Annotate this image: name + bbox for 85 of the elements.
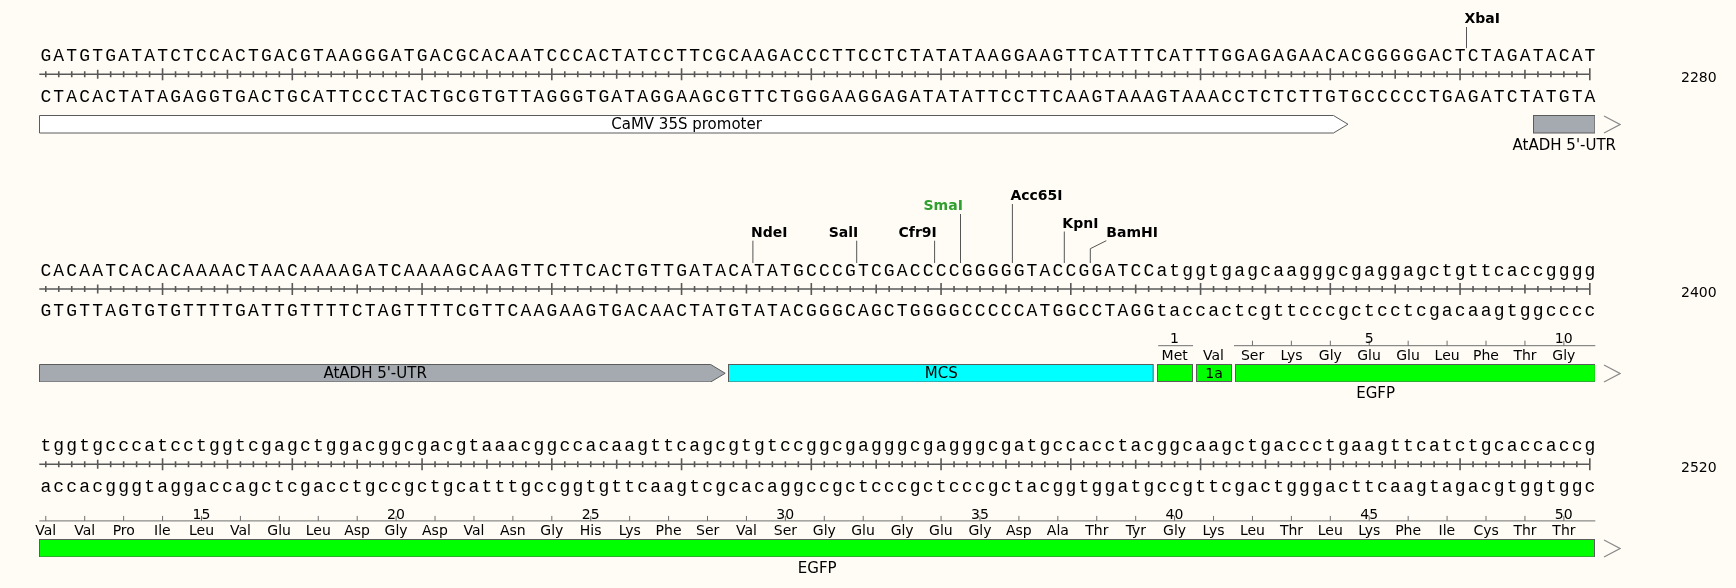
dna-sequence: CACAATCACACAAAACTAACAAAAGATCAAAAGCAAGTTCTTCACTGTTGATACATATGCCCGTCGACCCCGGGGGTACCGGATCCatggtgagcaagggcgaggagctgttcaccgggg [40, 263, 1598, 279]
amino-acid-name: Ser [696, 522, 720, 539]
leader-line [934, 240, 936, 264]
residue-number: 15 [192, 505, 211, 522]
residue-number: 35 [971, 505, 989, 522]
amino-acid-name: Ile [154, 522, 171, 539]
residue-number: 30 [776, 505, 795, 522]
residue-number: 45 [1360, 505, 1379, 522]
amino-acid-name: Leu [305, 522, 331, 539]
feature-segment [1157, 363, 1194, 382]
residue-number: 1 [1170, 330, 1180, 347]
leader-line [1089, 240, 1107, 264]
amino-acid-name: Lys [1202, 522, 1225, 539]
amino-acid-name: Met [1161, 347, 1188, 364]
complementary-sequence: CTACACTATAGAGGTGACTGCATTCCCTACTGCGTGTTAGGGTGATAGGAAGCGTTCTGGGAAGGAGATATATTCCTTCAAGTAAAGTAAACCTCTCTTGTGCCCCCTGAGATCTATGTA [40, 88, 1598, 105]
leader-line [1466, 26, 1467, 49]
feature-segment: 1a [1196, 363, 1232, 382]
amino-acid-name: Asn [499, 522, 526, 539]
sequence-position: 2280 [1681, 69, 1717, 86]
amino-acid-name: Leu [1317, 522, 1343, 539]
amino-acid-name: Ser [773, 522, 798, 539]
amino-acid-name: Asp [344, 522, 370, 539]
sequence-position: 2520 [1681, 459, 1717, 476]
residue-number: 5 [1364, 330, 1374, 347]
enzyme-name: Acc65I [1010, 186, 1063, 204]
amino-acid-name: Leu [1434, 347, 1460, 364]
complementary-sequence: accacgggtaggaccagctcgacctgccgctgcatttgccggtgttcaagtcgcacaggccgctcccgctcccgctacggtggatgccgttcgactgggacttcaagtagacgtggtggc [40, 478, 1598, 495]
leader-line [1063, 231, 1065, 264]
leader-line [960, 213, 961, 264]
amino-acid-name: Phe [655, 522, 682, 539]
amino-acid-name: Phe [1473, 347, 1499, 364]
feature-bar: EGFP [1234, 363, 1596, 403]
enzyme-name: SalI [828, 222, 859, 241]
amino-acid-name: Val [35, 522, 57, 539]
residue-number: 25 [581, 505, 600, 522]
amino-acid-name: Phe [1395, 522, 1422, 539]
amino-acid-name: Val [463, 522, 485, 539]
enzyme-name: SmaI [923, 196, 963, 214]
residue-number: 20 [387, 505, 405, 522]
amino-acid-name: Ser [1240, 347, 1265, 364]
residue-number: 50 [1554, 505, 1573, 522]
enzyme-name: BamHI [1106, 222, 1158, 241]
feature-bar: MCS [728, 363, 1155, 382]
amino-acid-name: Thr [1085, 522, 1109, 539]
amino-acid-name: Lys [1358, 522, 1381, 539]
amino-acid-name: Thr [1279, 522, 1304, 539]
sequence-position: 2400 [1681, 284, 1717, 300]
amino-acid-name: Thr [1552, 522, 1576, 539]
amino-acid-name: Val [74, 522, 96, 539]
amino-acid-name: Asp [1005, 522, 1032, 539]
enzyme-name: KpnI [1062, 213, 1099, 232]
amino-acid-name: Val [735, 522, 757, 539]
feature-bar: AtADH 5'-UTR [1512, 115, 1616, 155]
amino-acid-name: Glu [929, 522, 953, 539]
residue-number: 40 [1165, 505, 1184, 522]
leader-line [856, 240, 858, 264]
amino-acid-name: Thr [1513, 347, 1537, 364]
amino-acid-name: Glu [267, 522, 291, 539]
amino-acid-name: Ile [1438, 522, 1456, 539]
dna-sequence: tggtgcccatcctggtcgagctggacggcgacgtaaacggccacaagttcagcgtgtccggcgagggcgagggcgatgccacctacggcaagctgaccctgaagttcatctgcaccaccg [40, 438, 1598, 455]
amino-acid-name: Lys [618, 522, 641, 539]
leader-line [752, 240, 754, 264]
dna-sequence: GATGTGATATCTCCACTGACGTAAGGGATGACGCACAATCCCACTATCCTTCGCAAGACCCTTCCTCTATATAAGGAAGTTCATTTCATTTGGAGAGAACACGGGGGACTCTAGATACAT [40, 48, 1598, 65]
amino-acid-name: Glu [1396, 347, 1420, 364]
amino-acid-name: Asp [422, 522, 448, 539]
amino-acid-name: Val [229, 522, 251, 539]
amino-acid-name: Ala [1046, 522, 1069, 539]
feature-bar: EGFP [39, 538, 1596, 579]
amino-acid-name: Lys [1280, 347, 1303, 364]
amino-acid-name: His [579, 522, 602, 539]
enzyme-name: Cfr9I [898, 222, 937, 241]
enzyme-name: NdeI [750, 222, 788, 241]
amino-acid-name: Cys [1473, 522, 1499, 539]
amino-acid-name: Glu [851, 522, 875, 539]
amino-acid-name: Val [1203, 347, 1224, 364]
residue-number: 10 [1554, 330, 1573, 347]
leader-line [1011, 203, 1013, 264]
amino-acid-name: Pro [112, 522, 135, 539]
complementary-sequence: GTGTTAGTGTGTTTTGATTGTTTTCTAGTTTTCGTTCAAGAAGTGACAACTATGTATACGGGCAGCTGGGGCCCCCATGGCCTAGGtaccactcgttcccgctcctcgacaagtggcccc [40, 303, 1598, 320]
amino-acid-name: Leu [189, 522, 215, 539]
amino-acid-name: Tyr [1125, 522, 1147, 539]
amino-acid-name: Thr [1513, 522, 1537, 539]
amino-acid-name: Glu [1357, 347, 1381, 364]
amino-acid-name: Leu [1239, 522, 1265, 539]
enzyme-name: XbaI [1464, 9, 1501, 27]
